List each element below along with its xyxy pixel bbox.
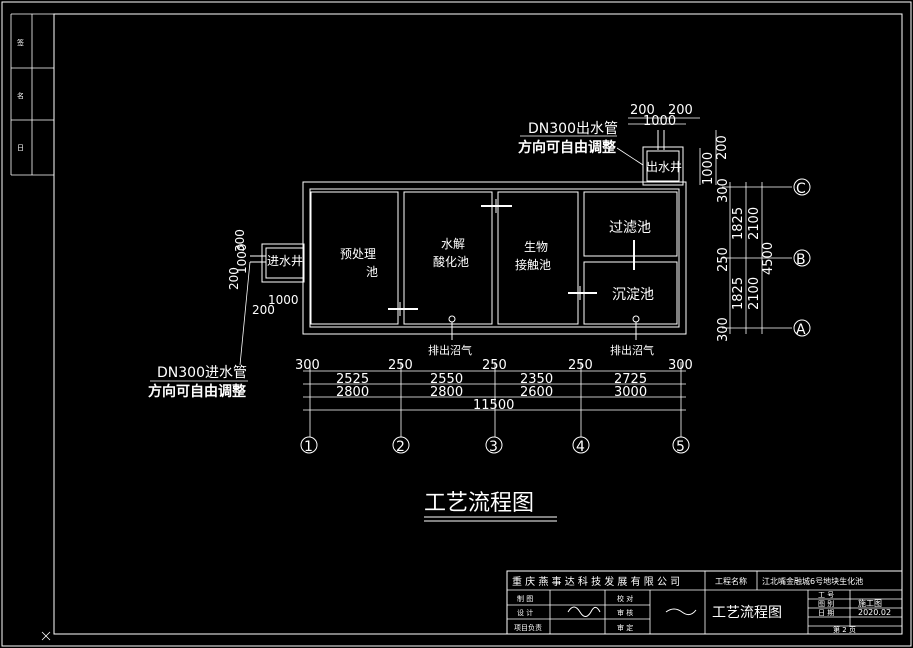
- right-dimension-lines: [722, 178, 811, 337]
- dim-row2-3: 2350: [520, 372, 553, 387]
- dim-row2-2: 2550: [430, 372, 463, 387]
- axis-y-a: A: [796, 322, 806, 338]
- axis-y-b: B: [796, 252, 806, 268]
- tb-row-label-2: 设 计: [517, 608, 533, 617]
- tb-row-label-3: 项目负责: [514, 623, 542, 632]
- axis-x-2: 2: [396, 439, 405, 455]
- tb-proj-name: 江北嘴金融城6号地块生化池: [762, 576, 863, 586]
- room-hydrolysis-2: 酸化池: [433, 254, 469, 269]
- dim-row1-3: 250: [482, 358, 507, 373]
- dim-row1-4: 250: [568, 358, 593, 373]
- room-hydrolysis-1: 水解: [441, 237, 465, 251]
- page-title: 工艺流程图: [424, 491, 534, 516]
- dim-row3-3: 2600: [520, 385, 553, 400]
- dim-inlet-200b: 200: [252, 303, 275, 317]
- dim-row2-1: 2525: [336, 372, 369, 387]
- signature-2: [665, 608, 697, 616]
- dim-right-a4: 1825: [731, 277, 746, 310]
- strip-label-3: 日: [17, 144, 24, 152]
- dim-inlet-300: 300: [233, 229, 247, 252]
- drawing-frame: [53, 13, 903, 635]
- axis-y-c: C: [796, 181, 806, 197]
- room-filter: 过滤池: [609, 220, 651, 236]
- tb-right-value-3: 2020.02: [858, 608, 891, 617]
- dim-inlet-1000: 1000: [235, 243, 249, 274]
- dim-outlet-1000: 1000: [701, 152, 716, 185]
- room-inlet-well: 进水井: [267, 254, 303, 268]
- dim-right-a2: 1825: [731, 207, 746, 240]
- cursor-mark-b: [41, 631, 51, 641]
- tb-right-label-2: 图 别: [818, 599, 834, 608]
- bottom-dimension-lines: [303, 362, 686, 432]
- dim-outlet-200: 200: [715, 135, 730, 160]
- dim-row1-2: 250: [388, 358, 413, 373]
- dim-right-a5: 300: [716, 317, 731, 342]
- dim-right-total: 4500: [761, 242, 776, 275]
- tb-company: 重 庆 燕 事 达 科 技 发 展 有 限 公 司: [512, 575, 680, 588]
- dim-total: 11500: [473, 398, 514, 413]
- dim-top-200a: 200: [630, 103, 655, 118]
- dim-row3-4: 3000: [614, 385, 647, 400]
- tb-right-value-2: 施工图: [858, 598, 882, 608]
- tb-right-label-3: 日 期: [818, 609, 834, 617]
- room-outlet-well: 出水井: [646, 160, 682, 174]
- outlet-pipe-1: DN300出水管: [528, 121, 618, 137]
- dim-row2-4: 2725: [614, 372, 647, 387]
- tank-walls: [239, 130, 687, 366]
- axis-x-1: 1: [304, 439, 313, 455]
- dim-right-a3: 250: [716, 247, 731, 272]
- dim-right-b1: 2100: [747, 207, 762, 240]
- axis-x-3: 3: [489, 439, 498, 455]
- axis-lines-x: [300, 432, 690, 454]
- inlet-pipe-1: DN300进水管: [157, 365, 247, 381]
- dim-row3-1: 2800: [336, 385, 369, 400]
- biogas-1: 排出沼气: [428, 343, 472, 357]
- axis-x-4: 4: [576, 439, 585, 455]
- signature-1: [567, 606, 601, 617]
- axis-x-5: 5: [676, 439, 685, 455]
- tb-proj-label: 工程名称: [715, 576, 747, 586]
- tb-row-label-1: 制 图: [517, 594, 533, 603]
- dim-row1-5: 300: [668, 358, 693, 373]
- tb-mid-label-3: 审 定: [617, 623, 633, 632]
- biogas-2: 排出沼气: [610, 343, 654, 357]
- strip-label-2: 名: [17, 91, 24, 100]
- dim-right-b2: 2100: [747, 277, 762, 310]
- room-bio-2: 接触池: [515, 257, 551, 272]
- dim-row3-2: 2800: [430, 385, 463, 400]
- tb-mid-label-1: 校 对: [617, 594, 633, 603]
- top-dimensions: [628, 117, 717, 185]
- dim-row1-1: 300: [295, 358, 320, 373]
- outlet-pipe-2: 方向可自由调整: [518, 139, 617, 156]
- dim-right-a1: 300: [716, 178, 731, 203]
- tb-drawing-name: 工艺流程图: [712, 605, 782, 621]
- dim-top-200b: 200: [668, 103, 693, 118]
- room-bio-1: 生物: [524, 240, 548, 254]
- inlet-pipe-2: 方向可自由调整: [148, 383, 247, 400]
- dim-top-1000: 1000: [643, 114, 676, 129]
- room-settle: 沉淀池: [612, 287, 654, 303]
- tb-right-label-1: 工 号: [818, 591, 834, 599]
- left-signature-strip: 签 名 日: [10, 13, 54, 176]
- title-block: [506, 570, 903, 635]
- dim-inlet-1000b: 1000: [268, 293, 299, 307]
- room-pretreat-1: 预处理: [340, 247, 376, 261]
- room-pretreat-2: 池: [366, 265, 378, 279]
- tb-mid-label-2: 审 核: [617, 608, 633, 617]
- strip-label-1: 签: [17, 38, 24, 47]
- dim-inlet-200v: 200: [227, 267, 241, 290]
- tb-page: 第 2 页: [833, 625, 856, 634]
